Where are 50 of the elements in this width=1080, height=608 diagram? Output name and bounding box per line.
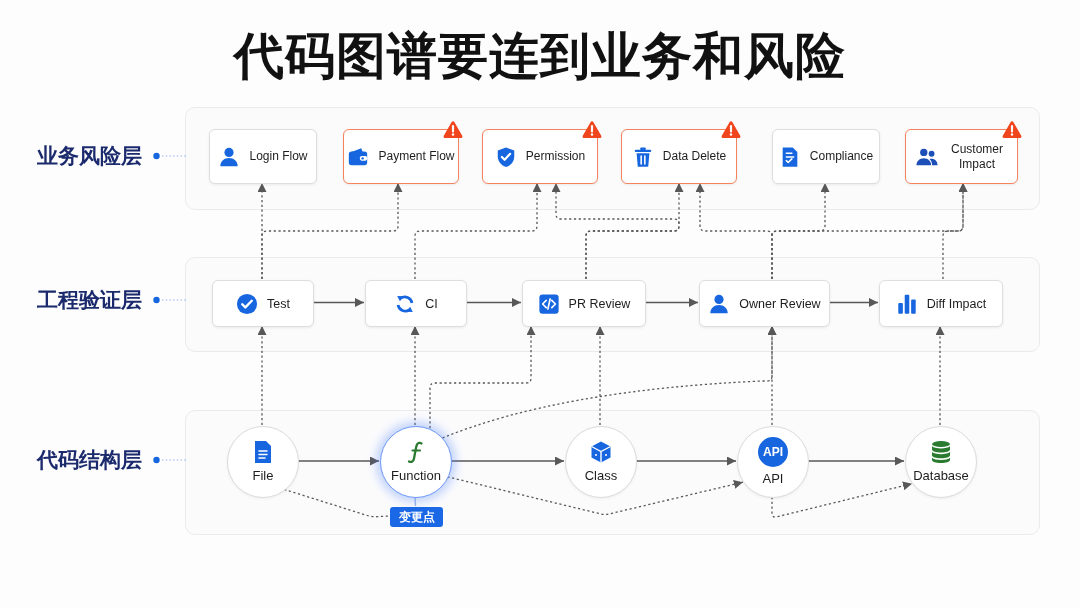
node-label: Data Delete xyxy=(662,149,727,164)
step-box xyxy=(365,280,467,327)
circle-node xyxy=(380,426,452,498)
layer-label: 业务风险层 xyxy=(37,143,142,169)
dashed-arrow xyxy=(585,182,684,280)
dashed-arrow xyxy=(595,325,605,426)
title: 代码图谱要连到业务和风险 xyxy=(234,26,846,86)
dashed-arrow xyxy=(771,481,913,518)
arrow xyxy=(635,456,737,466)
node-label: PR Review xyxy=(568,295,631,312)
step-box xyxy=(699,280,830,327)
arrow xyxy=(644,298,699,307)
node-label: Database xyxy=(913,468,969,484)
dashed-arrow xyxy=(414,182,542,280)
step-box xyxy=(522,280,646,327)
node-label: Login Flow xyxy=(249,149,308,164)
arrow xyxy=(297,456,380,466)
node-label: Test xyxy=(267,295,290,312)
node-label: Function xyxy=(391,468,441,484)
node-label: File xyxy=(252,468,274,484)
node-label: Owner Review xyxy=(739,295,821,312)
dashed-arrow xyxy=(767,325,777,426)
node-label: Diff Impact xyxy=(926,295,987,312)
step-box xyxy=(212,280,314,327)
dashed-arrow xyxy=(935,325,945,426)
tag-badge: 变更点 xyxy=(390,507,443,527)
round-badge: API xyxy=(758,437,788,467)
node-label: Class xyxy=(584,468,618,484)
dashed-arrow xyxy=(257,325,267,426)
card xyxy=(772,129,880,184)
arrow xyxy=(828,298,879,307)
node-label: Customer Impact xyxy=(950,141,1004,172)
step-box xyxy=(879,280,1003,327)
dashed-arrow xyxy=(410,325,420,426)
arrow xyxy=(312,298,365,307)
dashed-arrow xyxy=(429,325,536,429)
node-label: Compliance xyxy=(809,149,874,164)
dashed-arrow xyxy=(261,182,403,280)
node-label: CI xyxy=(425,295,438,312)
card xyxy=(209,129,317,184)
line xyxy=(414,496,417,507)
dashed-arrow xyxy=(942,182,968,280)
node-label: Payment Flow xyxy=(378,149,455,164)
node-label: Permission xyxy=(525,149,586,164)
arrow xyxy=(807,456,905,466)
layer-label: 代码结构层 xyxy=(37,447,142,473)
arrow xyxy=(465,298,522,307)
node-label: API xyxy=(762,471,784,487)
layer-label: 工程验证层 xyxy=(37,287,142,313)
arrow xyxy=(450,456,565,466)
